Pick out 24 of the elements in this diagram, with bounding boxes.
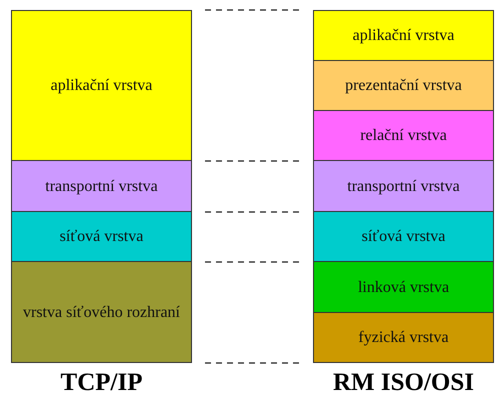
layer-label: relační vrstva	[360, 126, 447, 146]
column-title: RM ISO/OSI	[332, 369, 475, 397]
session-layer	[313, 110, 494, 161]
application-layer	[313, 10, 494, 61]
transport-layer	[313, 160, 494, 212]
layer-label: fyzická vrstva	[358, 328, 449, 348]
layer-label: síťová vrstva	[362, 227, 446, 247]
layer-label: aplikační vrstva	[50, 76, 152, 96]
layer-label: linková vrstva	[358, 278, 450, 298]
layer-label: transportní vrstva	[347, 176, 460, 196]
layer-label: síťová vrstva	[60, 227, 144, 247]
column-title: TCP/IP	[60, 369, 144, 397]
layer-label: transportní vrstva	[45, 176, 158, 196]
application-layer	[11, 10, 192, 161]
network-layer	[313, 211, 494, 262]
layer-label: prezentační vrstva	[345, 76, 462, 96]
link-layer	[11, 261, 192, 363]
network-layer	[11, 211, 192, 262]
physical-layer	[313, 312, 494, 363]
layer-label: aplikační vrstva	[352, 26, 454, 46]
presentation-layer	[313, 60, 494, 111]
layer-label: vrstva síťového rozhraní	[22, 302, 180, 322]
transport-layer	[11, 160, 192, 212]
data-link-layer	[313, 261, 494, 313]
